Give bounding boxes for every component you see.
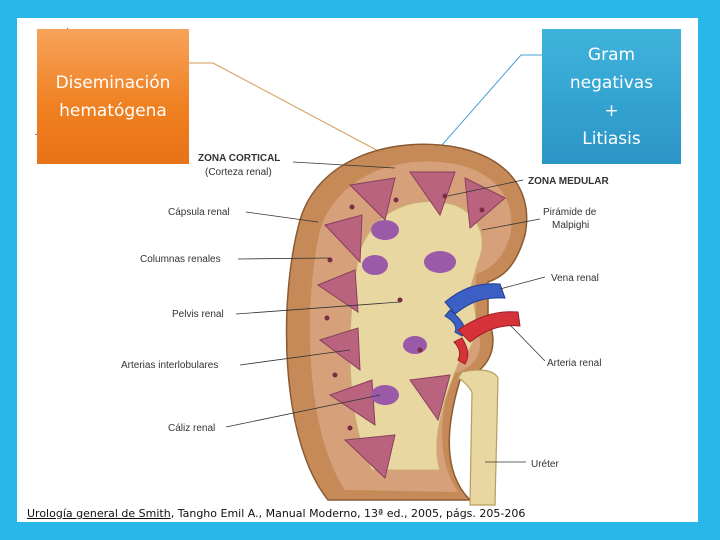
pyramid	[348, 177, 396, 221]
leader-line	[237, 257, 331, 260]
pyramid	[409, 171, 456, 217]
label-caliz-renal: Cáliz renal	[168, 423, 215, 434]
label-zona-medular: ZONA MEDULAR	[528, 176, 610, 187]
pyramids	[316, 171, 506, 479]
label-columnas-renales: Columnas renales	[140, 254, 221, 265]
connector-left	[189, 62, 383, 154]
calyx	[371, 385, 399, 405]
label-capsula-renal: Cápsula renal	[168, 207, 230, 218]
renal-artery-branch	[453, 337, 469, 365]
dot	[332, 372, 338, 378]
leader-line	[245, 211, 319, 223]
dot	[417, 347, 423, 353]
leader-line	[481, 218, 541, 231]
dot	[347, 425, 353, 431]
label-corteza-renal: (Corteza renal)	[205, 167, 272, 178]
calyx	[371, 220, 399, 240]
pyramid	[324, 214, 363, 264]
label-arterias-interlobulares: Arterias interlobulares	[121, 360, 218, 371]
leader-line	[235, 301, 401, 315]
calyces	[362, 220, 456, 405]
cortex-dots	[324, 193, 485, 431]
connector-right	[434, 54, 542, 154]
leader-line	[499, 276, 546, 290]
pyramid	[409, 374, 451, 422]
dot	[397, 297, 403, 303]
callout-hematogenous: Diseminación hematógena	[37, 29, 189, 164]
dot	[327, 257, 333, 263]
callout-gram-negative: Gram negativas + Litiasis	[542, 29, 681, 164]
leader-line	[225, 394, 381, 428]
dot	[479, 207, 485, 213]
calyx	[362, 255, 388, 275]
pyramid	[318, 327, 361, 372]
calyx	[403, 336, 427, 354]
dot	[393, 197, 399, 203]
callout-gram-negative-text: Gram negativas + Litiasis	[569, 44, 654, 149]
label-pelvis-renal: Pelvis renal	[172, 309, 224, 320]
leader-lines	[225, 161, 546, 463]
leader-line	[292, 161, 396, 169]
pyramid	[316, 269, 359, 313]
label-ureter: Uréter	[531, 459, 559, 470]
label-arteria-renal: Arteria renal	[547, 358, 601, 369]
citation: Urología general de Smith, Tangho Emil A…	[27, 507, 525, 520]
dot	[442, 193, 448, 199]
callout-hematogenous-text: Diseminación hematógena	[55, 72, 171, 121]
pyramid	[328, 379, 376, 426]
calyx	[424, 251, 456, 273]
label-piramide-2: Malpighi	[552, 220, 589, 231]
renal-artery	[457, 311, 521, 343]
leader-line	[239, 349, 351, 366]
label-piramide-1: Pirámide de	[543, 207, 597, 218]
citation-rest: , Tangho Emil A., Manual Moderno, 13ª ed…	[170, 507, 526, 520]
label-zona-cortical: ZONA CORTICAL	[198, 153, 280, 164]
leader-line	[509, 324, 546, 362]
dot	[349, 204, 355, 210]
renal-vein	[444, 283, 506, 315]
label-vena-renal: Vena renal	[551, 273, 599, 284]
citation-source-link[interactable]: Urología general de Smith	[27, 507, 171, 520]
ureter	[457, 369, 499, 506]
pyramid	[343, 434, 396, 479]
leader-line	[447, 179, 524, 197]
dot	[324, 315, 330, 321]
